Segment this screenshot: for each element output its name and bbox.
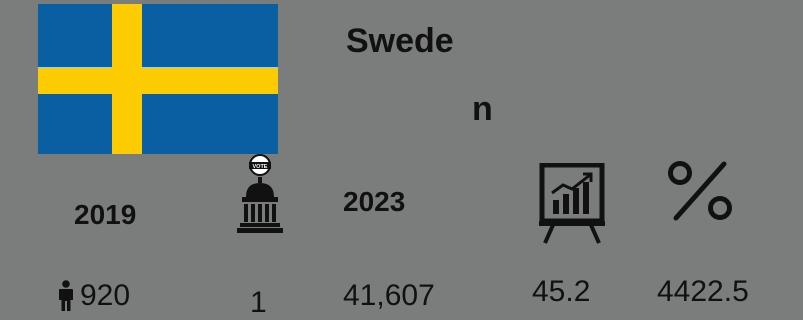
sweden-flag (38, 4, 278, 154)
percent-value: 4422.5 (657, 275, 749, 308)
vote-building-icon: VOTE (237, 154, 283, 233)
person-icon (59, 280, 73, 311)
svg-text:VOTE: VOTE (253, 164, 268, 170)
metric-value: 45.2 (532, 275, 591, 308)
country-title-line2: n (472, 90, 493, 128)
total-value: 41,607 (343, 279, 435, 312)
flag-cross-horizontal (38, 67, 278, 94)
country-title-line1: Swede (346, 22, 454, 60)
year-left: 2019 (74, 199, 137, 230)
percent-icon (668, 161, 732, 221)
chart-presentation-icon (539, 163, 605, 244)
count-value: 1 (250, 286, 267, 319)
population-value: 920 (80, 279, 131, 312)
year-right: 2023 (343, 186, 406, 217)
